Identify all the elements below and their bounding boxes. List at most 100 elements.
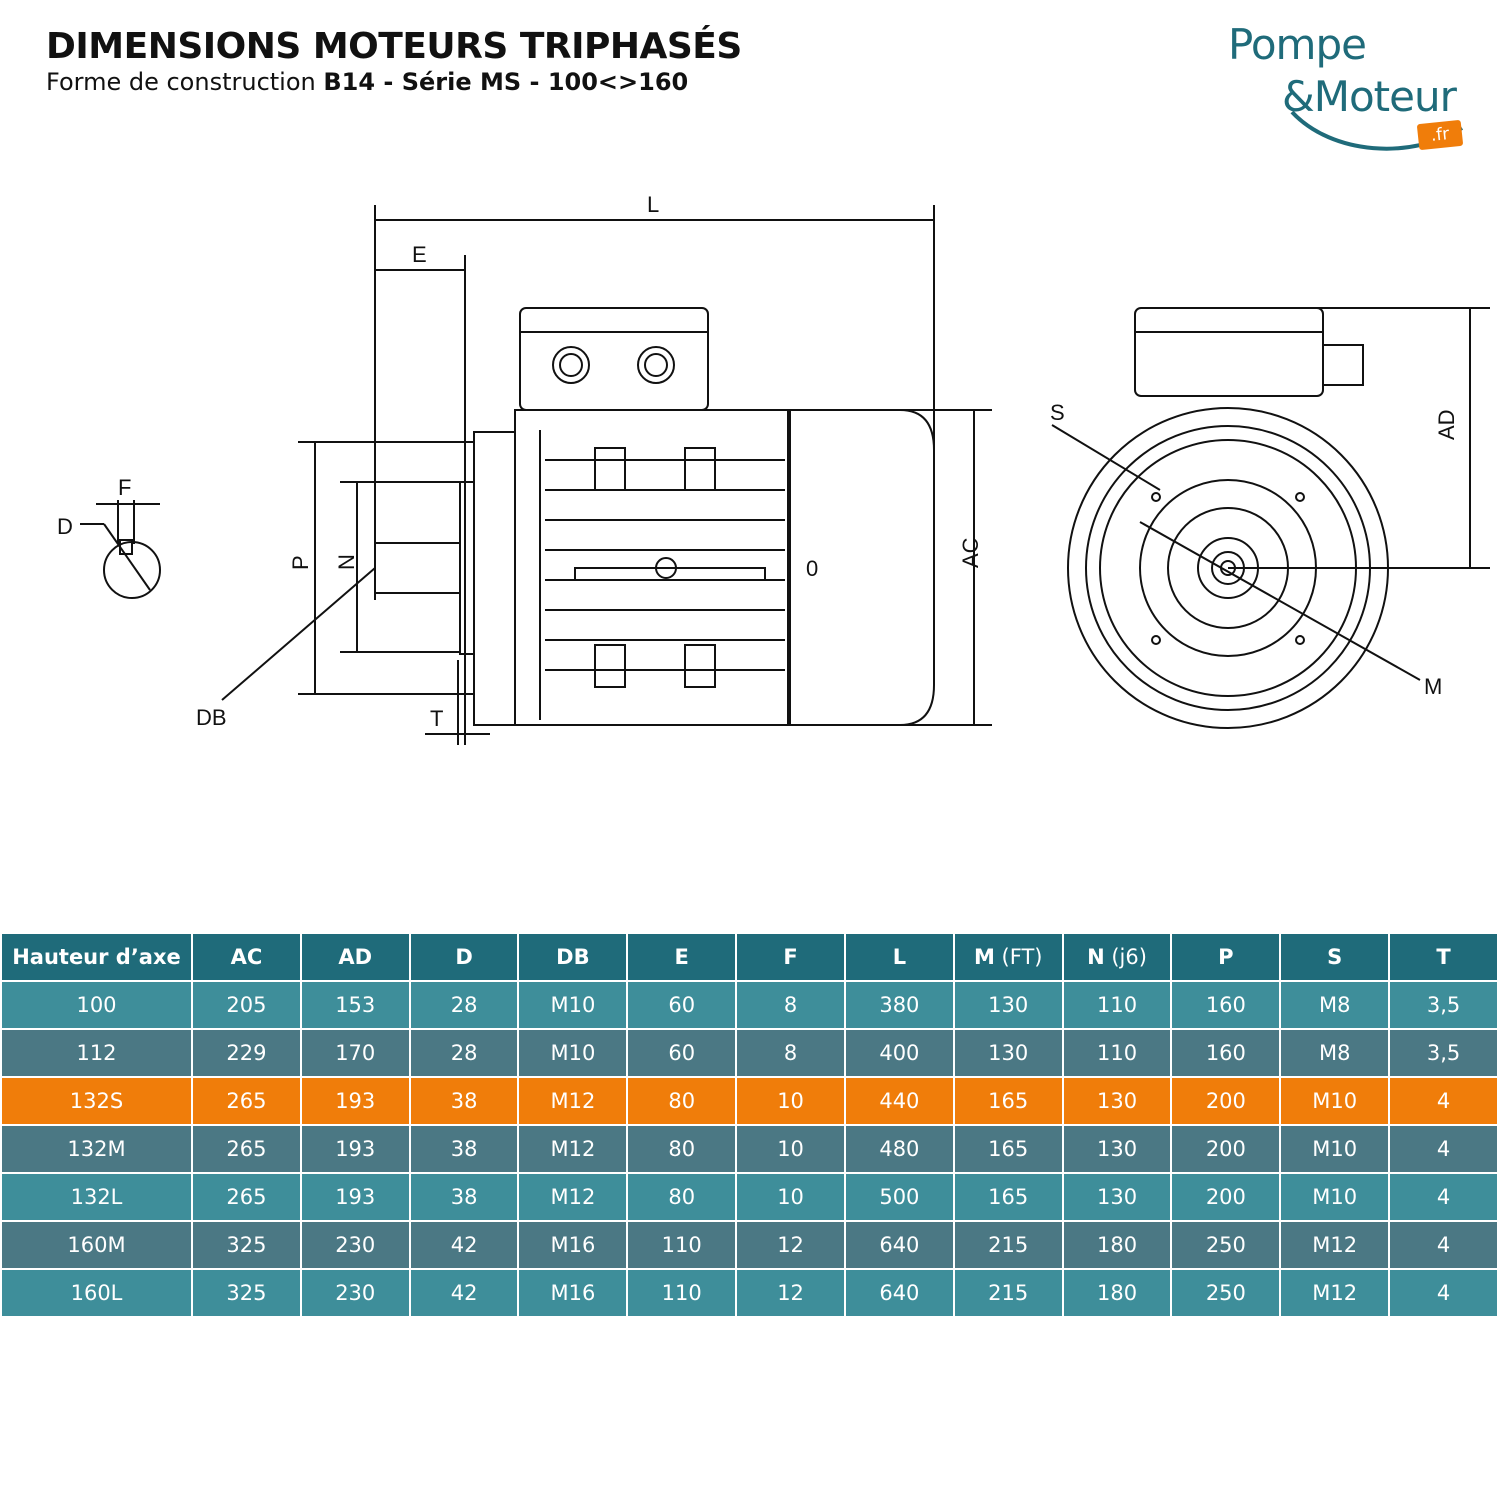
label-F: F	[118, 475, 131, 500]
subtitle-prefix: Forme de construction	[46, 68, 324, 96]
table-cell: 130	[1061, 1076, 1173, 1126]
table-cell: 80	[626, 1124, 738, 1174]
table-cell: M10	[517, 1028, 629, 1078]
table-cell: 165	[952, 1076, 1064, 1126]
table-cell: 160	[1170, 1028, 1282, 1078]
table-cell: 165	[952, 1124, 1064, 1174]
table-cell: 60	[626, 1028, 738, 1078]
table-cell: 130	[952, 980, 1064, 1030]
table-cell: 10	[735, 1076, 846, 1126]
label-N: N	[334, 554, 359, 570]
table-cell: 229	[191, 1028, 302, 1078]
table-cell: M12	[517, 1172, 629, 1222]
motor-side-view	[221, 205, 992, 745]
table-cell: 640	[843, 1220, 955, 1270]
table-cell: 10	[735, 1172, 846, 1222]
table-cell: 12	[735, 1268, 846, 1318]
table-cell: 8	[735, 1028, 846, 1078]
table-cell: 4	[1388, 1268, 1499, 1318]
table-cell: 38	[408, 1076, 520, 1126]
table-cell: 80	[626, 1172, 738, 1222]
col-header: D	[408, 932, 520, 982]
label-D: D	[57, 514, 73, 539]
table-cell: 380	[843, 980, 955, 1030]
table-cell: 80	[626, 1076, 738, 1126]
table-cell: 110	[1061, 1028, 1173, 1078]
table-cell: 42	[408, 1268, 520, 1318]
table-cell: 60	[626, 980, 738, 1030]
table-cell: M8	[1279, 1028, 1391, 1078]
table-cell: 130	[1061, 1124, 1173, 1174]
col-header: AC	[191, 932, 302, 982]
label-M: M	[1424, 674, 1442, 699]
table-cell: M16	[517, 1268, 629, 1318]
table-cell: 28	[408, 980, 520, 1030]
table-cell: 160L	[0, 1268, 193, 1318]
table-cell: 130	[1061, 1172, 1173, 1222]
table-cell: 112	[0, 1028, 193, 1078]
table-cell: 200	[1170, 1076, 1282, 1126]
logo-suffix: .fr	[1416, 119, 1464, 151]
page-subtitle: Forme de construction B14 - Série MS - 1…	[46, 68, 688, 96]
drawing-labels: L E F D P N DB T 0 AC AD S M	[57, 192, 1459, 731]
table-cell: 325	[191, 1220, 302, 1270]
table-cell: 165	[952, 1172, 1064, 1222]
table-cell: 400	[843, 1028, 955, 1078]
table-cell: 28	[408, 1028, 520, 1078]
dimensions-table: Hauteur d’axe AC AD D DB E F L M (FT) N …	[0, 932, 1499, 1318]
table-cell: 4	[1388, 1220, 1499, 1270]
table-cell: M12	[1279, 1220, 1391, 1270]
col-header: Hauteur d’axe	[0, 932, 193, 982]
label-P: P	[288, 555, 313, 570]
table-cell: 110	[626, 1220, 738, 1270]
col-header: F	[735, 932, 846, 982]
table-cell: 193	[299, 1124, 411, 1174]
table-cell: 110	[626, 1268, 738, 1318]
table-cell: 42	[408, 1220, 520, 1270]
table-cell: 4	[1388, 1124, 1499, 1174]
table-cell: 230	[299, 1268, 411, 1318]
table-cell: M10	[1279, 1172, 1391, 1222]
label-AC: AC	[958, 537, 983, 568]
table-cell: 100	[0, 980, 193, 1030]
table-cell: 110	[1061, 980, 1173, 1030]
table-cell: 230	[299, 1220, 411, 1270]
table-cell: 4	[1388, 1076, 1499, 1126]
label-T: T	[430, 706, 443, 731]
table-cell: 265	[191, 1124, 302, 1174]
table-cell: 640	[843, 1268, 955, 1318]
table-cell: 170	[299, 1028, 411, 1078]
table-cell: M10	[1279, 1124, 1391, 1174]
table-cell: M10	[1279, 1076, 1391, 1126]
col-header: P	[1170, 932, 1282, 982]
col-header: L	[843, 932, 955, 982]
table-cell: 250	[1170, 1268, 1282, 1318]
label-S: S	[1050, 400, 1065, 425]
table-cell: 180	[1061, 1268, 1173, 1318]
col-header: N (j6)	[1061, 932, 1173, 982]
table-cell: 500	[843, 1172, 955, 1222]
table-cell: 440	[843, 1076, 955, 1126]
table-cell: M12	[517, 1124, 629, 1174]
table-cell: M10	[517, 980, 629, 1030]
table-cell: 193	[299, 1172, 411, 1222]
table-cell: 180	[1061, 1220, 1173, 1270]
col-header: E	[626, 932, 738, 982]
table-cell: 200	[1170, 1124, 1282, 1174]
table-cell: 265	[191, 1076, 302, 1126]
col-header: DB	[517, 932, 629, 982]
col-header: S	[1279, 932, 1391, 982]
table-cell: 132L	[0, 1172, 193, 1222]
motor-dimension-drawing: L E F D P N DB T 0 AC AD S M	[57, 192, 1490, 745]
table-cell: M8	[1279, 980, 1391, 1030]
table-cell: 325	[191, 1268, 302, 1318]
page-title: DIMENSIONS MOTEURS TRIPHASÉS	[46, 26, 742, 67]
subtitle-series: B14 - Série MS - 100<>160	[323, 68, 689, 96]
table-cell: 132S	[0, 1076, 193, 1126]
table-cell: 193	[299, 1076, 411, 1126]
label-AD: AD	[1434, 409, 1459, 440]
